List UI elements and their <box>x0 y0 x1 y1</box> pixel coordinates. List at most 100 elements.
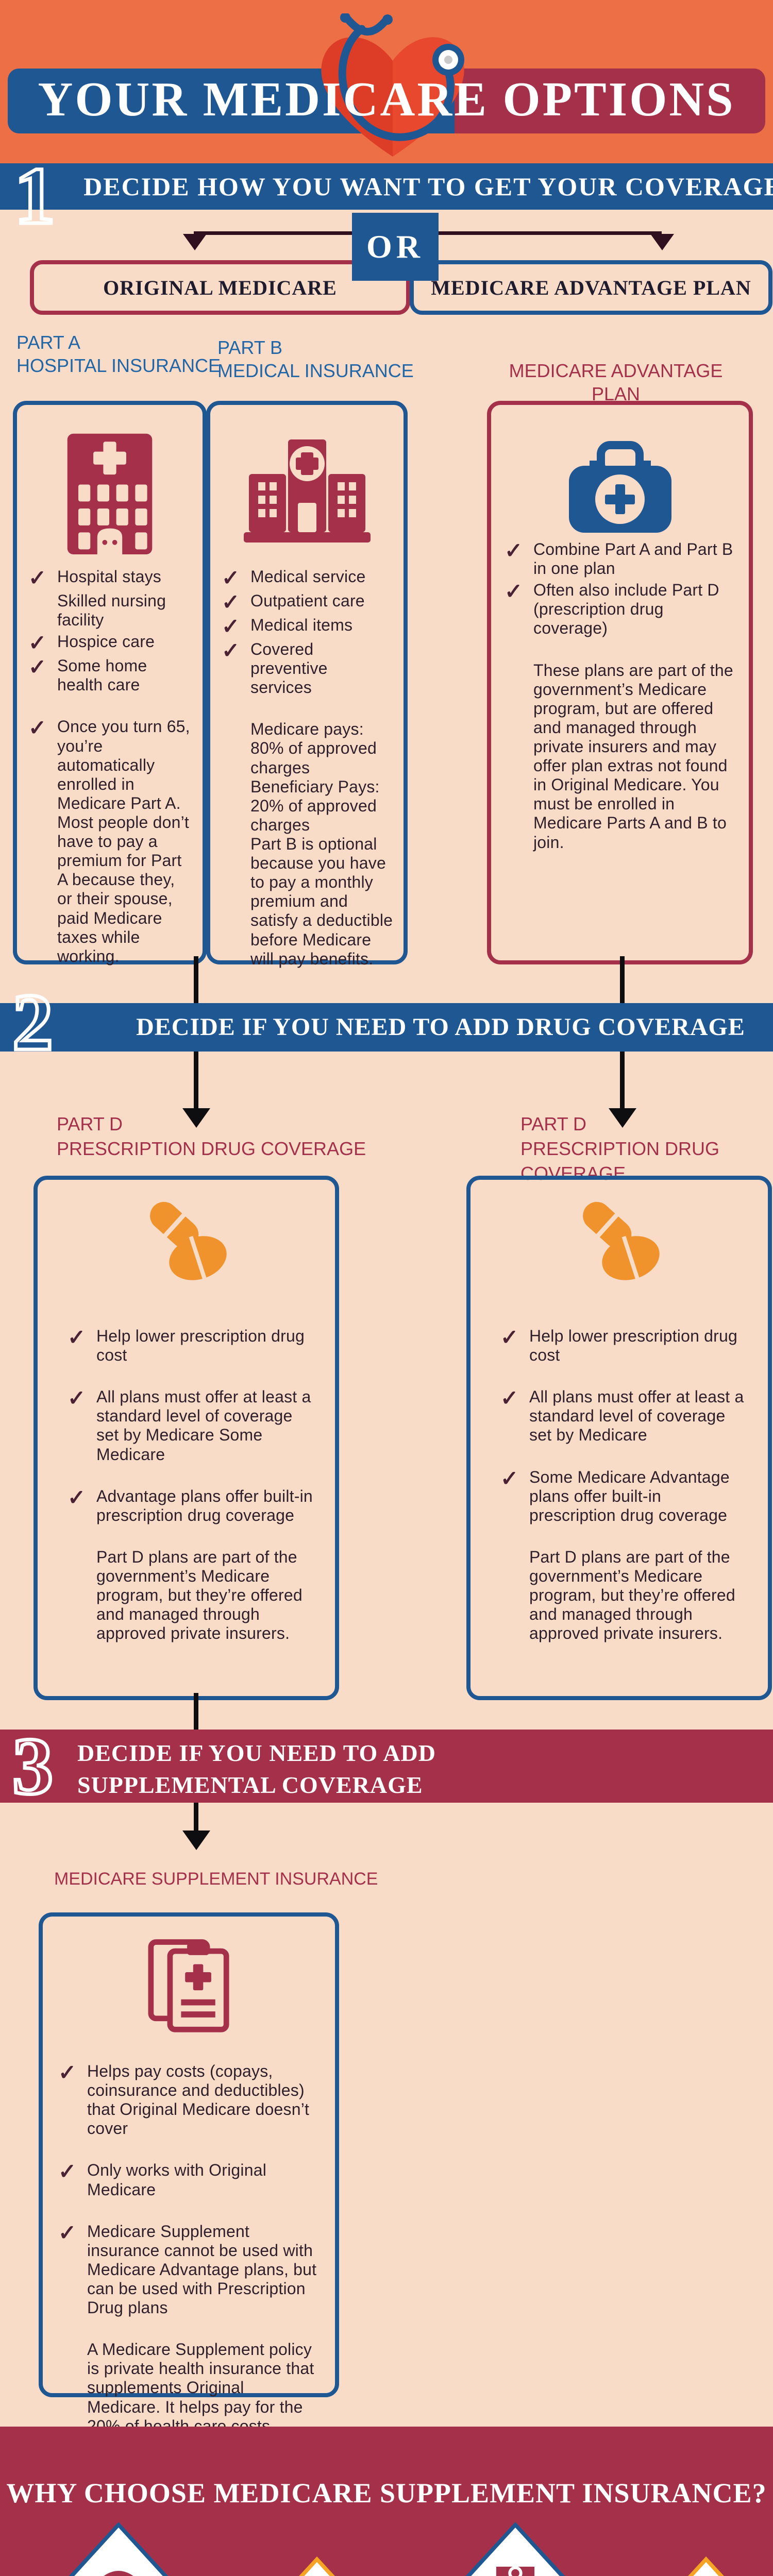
item-text: Medical service <box>250 567 366 586</box>
checklist-item: ✓ All plans must offer at least a standar… <box>68 1387 314 1464</box>
checklist-item: ✓ All plans must offer at least a standar… <box>500 1387 747 1445</box>
check-icon: ✓ <box>500 1386 519 1411</box>
step3-title: DECIDE IF YOU NEED TO ADD SUPPLEMENTAL C… <box>77 1740 436 1798</box>
check-icon: ✓ <box>222 566 240 590</box>
diamond-choose-doctors <box>429 2522 602 2576</box>
medical-center-icon <box>210 437 404 543</box>
checklist-item: ✓Medical items <box>222 616 393 637</box>
check-icon: ✓ <box>222 590 240 614</box>
down-arrowhead-icon <box>182 1831 210 1850</box>
item-text: All plans must offer at least a standard… <box>529 1387 744 1445</box>
original-medicare-option: ORIGINAL MEDICARE <box>30 260 410 315</box>
step2-title: DECIDE IF YOU NEED TO ADD DRUG COVERAGE <box>136 1013 745 1041</box>
left-arrowhead-icon <box>183 234 207 250</box>
checklist-item: ✓ Help lower prescription drug cost <box>68 1325 314 1365</box>
pills-icon <box>38 1195 335 1285</box>
item-text: Medicare pays: 80% of approved charges B… <box>250 720 393 968</box>
note-item: Part D plans are part of the government’… <box>500 1548 747 1643</box>
checklist-item: ✓Hospice care <box>28 632 192 654</box>
check-spacer <box>28 591 57 630</box>
check-spacer <box>222 720 250 968</box>
check-icon: ✓ <box>68 1485 86 1510</box>
diamond-competitive-rates: $ <box>32 2522 205 2576</box>
item-text: Advantage plans offer built-in prescript… <box>96 1486 313 1524</box>
checklist-item: ✓ Outpatient care <box>222 591 393 613</box>
check-icon: ✓ <box>500 1466 519 1490</box>
item-text: Some home health care <box>57 656 147 694</box>
item-text: Covered preventive services <box>250 640 328 697</box>
part-b-list: ✓ Medical service ✓ Outpatient care ✓Medical… <box>222 567 393 971</box>
item-text: Once you turn 65, you’re automatically e… <box>57 717 190 965</box>
down-arrowhead-icon <box>609 1108 636 1128</box>
pills-icon <box>470 1195 768 1285</box>
clipboard-cross-icon <box>43 1932 335 2035</box>
check-icon: ✓ <box>28 655 47 680</box>
check-icon: ✓ <box>505 579 523 604</box>
flow-stem <box>194 1803 198 1832</box>
certificate-icon <box>230 2556 404 2576</box>
part-d-left-list: ✓ Help lower prescription drug cost ✓ All p… <box>68 1325 314 1646</box>
part-d-left-box: ✓ Help lower prescription drug cost ✓ All p… <box>33 1176 339 1700</box>
first-aid-bag-icon <box>491 441 749 534</box>
part-d-right-box: ✓Help lower prescription drug cost✓All p… <box>466 1176 772 1700</box>
check-icon: ✓ <box>58 2060 77 2084</box>
diamond-peace-of-mind <box>619 2556 773 2576</box>
medicare-advantage-option: MEDICARE ADVANTAGE PLAN <box>410 260 772 315</box>
step1-band: DECIDE HOW YOU WANT TO GET YOUR COVERAGE <box>0 163 773 210</box>
header-section: YOUR MEDICARE OPTIONS <box>0 0 773 163</box>
flow-stem <box>194 1052 198 1109</box>
check-spacer <box>505 661 533 852</box>
check-icon: ✓ <box>68 1325 86 1349</box>
doctor-icon <box>429 2522 602 2576</box>
flow-stem <box>194 1693 198 1730</box>
part-d-left-label: PART D PRESCRIPTION DRUG COVERAGE <box>57 1113 366 1159</box>
dollar-icon: $ <box>32 2522 205 2576</box>
item-text: Part D plans are part of the government’… <box>529 1547 735 1643</box>
item-text: Combine Part A and Part B in one plan <box>533 540 733 578</box>
part-d-right-list: ✓Help lower prescription drug cost✓All p… <box>500 1325 747 1646</box>
checklist-item: ✓Only works with Original Medicare <box>58 2161 321 2199</box>
flow-stem <box>194 956 198 1003</box>
item-text: Part D plans are part of the government’… <box>96 1547 303 1643</box>
why-choose-title: WHY CHOOSE MEDICARE SUPPLEMENT INSURANCE… <box>6 2478 767 2509</box>
supplement-label: MEDICARE SUPPLEMENT INSURANCE <box>54 1869 378 1889</box>
check-icon: ✓ <box>58 2220 77 2245</box>
supplement-list: ✓Helps pay costs (copays, coinsurance an… <box>58 2060 321 2477</box>
checklist-item: ✓Combine Part A and Part B in one plan <box>505 539 736 578</box>
hospital-building-icon <box>17 430 203 554</box>
item-text: Often also include Part D (prescription … <box>533 581 719 638</box>
flow-stem <box>620 1052 625 1109</box>
checklist-item: ✓Hospital stays <box>28 567 192 589</box>
item-text: Help lower prescription drug cost <box>96 1327 305 1365</box>
check-icon: ✓ <box>500 1325 519 1349</box>
item-text: Medical items <box>250 616 353 634</box>
part-a-label: PART A HOSPITAL INSURANCE <box>16 332 221 376</box>
diamond-renewable-policy <box>230 2556 404 2576</box>
check-spacer <box>500 1548 529 1643</box>
check-icon: ✓ <box>68 1386 86 1411</box>
step1-number: 1 <box>13 151 57 241</box>
note-item: These plans are part of the government’s… <box>505 661 736 852</box>
down-arrowhead-icon <box>182 1108 210 1128</box>
part-d-right-label: PART D PRESCRIPTION DRUG COVERAGE <box>520 1113 720 1184</box>
item-text: Medicare Supplement insurance cannot be … <box>87 2222 317 2317</box>
step3-number: 3 <box>11 1721 55 1811</box>
step1-title: DECIDE HOW YOU WANT TO GET YOUR COVERAGE <box>83 172 773 201</box>
right-arrowhead-icon <box>650 234 674 250</box>
check-icon: ✓ <box>58 2159 77 2184</box>
item-text: Outpatient care <box>250 591 365 610</box>
step2-band: DECIDE IF YOU NEED TO ADD DRUG COVERAGE <box>0 1003 773 1052</box>
supplement-box: ✓Helps pay costs (copays, coinsurance an… <box>39 1912 339 2473</box>
part-b-box: ✓ Medical service ✓ Outpatient care ✓Medical… <box>206 401 408 968</box>
checklist-item: ✓ Advantage plans offer built-in prescrip… <box>68 1485 314 1525</box>
checklist-item: ✓ Once you turn 65, you’re automatically … <box>28 717 192 965</box>
step2-number: 2 <box>11 977 55 1067</box>
item-text: All plans must offer at least a standard… <box>96 1387 311 1464</box>
checklist-item: ✓Covered preventive services <box>222 639 393 697</box>
check-icon: ✓ <box>28 716 47 740</box>
checklist-item: ✓ Often also include Part D (prescription… <box>505 581 736 638</box>
check-icon: ✓ <box>28 566 47 590</box>
head-brain-icon <box>619 2556 773 2576</box>
